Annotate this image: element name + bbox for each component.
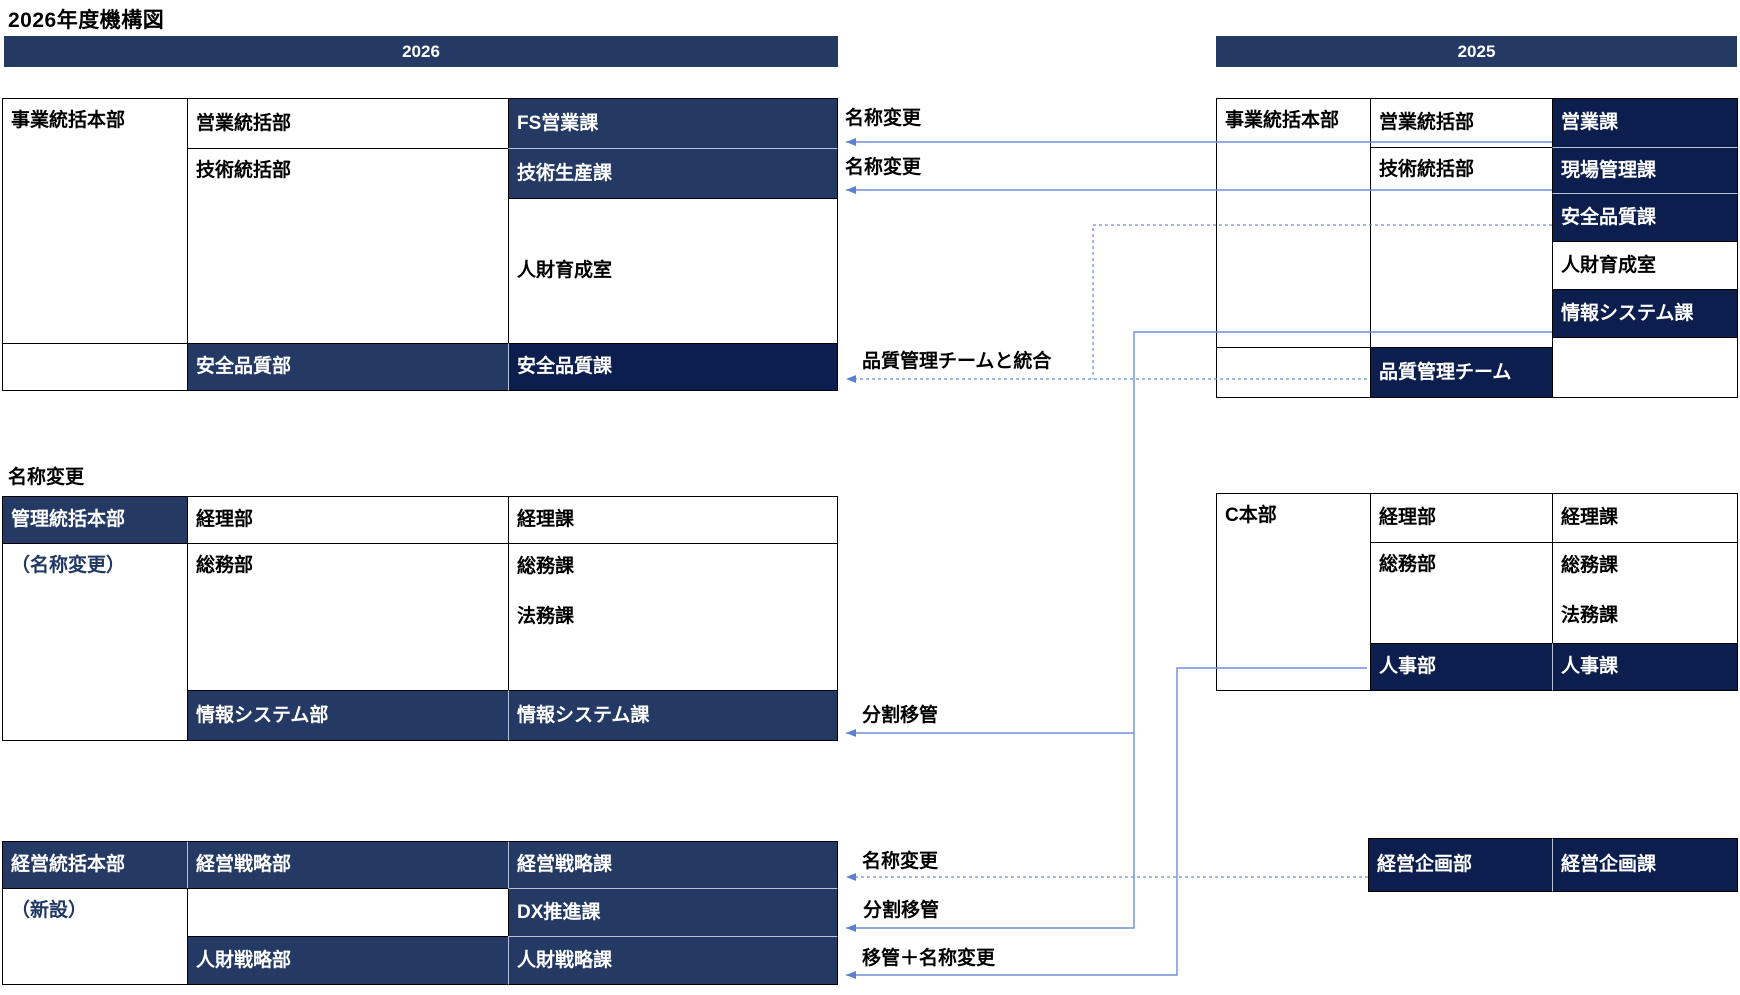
cell-b3l-honbu-note: （新設）	[2, 888, 188, 985]
page-title: 2026年度機構図	[8, 9, 165, 32]
cell-b3l-sec-keiei: 経営戦略課	[508, 841, 838, 889]
cell-b1r-sec-eigyo: 営業課	[1552, 98, 1738, 148]
cell-b2l-dept-joho: 情報システム部	[187, 690, 509, 741]
cell-b1l-sec-fs-eigyo: FS営業課	[508, 98, 838, 149]
year-header-2026: 2026	[4, 36, 838, 67]
annotation-dx-split: 分割移管	[863, 900, 940, 921]
annotation-tech-rename: 名称変更	[845, 157, 922, 178]
cell-b3r-sec-keiei-kikaku: 経営企画課	[1552, 838, 1738, 892]
cell-b1l-dept-anzen: 安全品質部	[187, 343, 509, 391]
cell-b1r-team-hinshitsu: 品質管理チーム	[1370, 347, 1553, 398]
cell-b3l-honbu: 経営統括本部	[2, 841, 188, 889]
cell-b1l-honbu-empty	[2, 343, 188, 391]
cell-b2l-sec-homu: 法務課	[517, 606, 575, 627]
annotation-fs-rename: 名称変更	[845, 108, 922, 129]
cell-b2r-honbu: C本部	[1216, 493, 1371, 691]
annotation-info-split: 分割移管	[862, 705, 939, 726]
cell-b2l-sec-somu-homu: 総務課 法務課	[508, 543, 838, 691]
cell-b1r-sec-empty	[1552, 337, 1738, 398]
cell-b2r-dept-somu: 総務部	[1370, 542, 1553, 644]
cell-b1l-dept-gijutsu: 技術統括部	[187, 148, 509, 344]
annotation-strategy-rename: 名称変更	[862, 851, 939, 872]
cell-b2r-sec-homu: 法務課	[1561, 605, 1619, 626]
cell-b2r-sec-keiri: 経理課	[1552, 493, 1738, 543]
cell-b1r-sec-genba: 現場管理課	[1552, 147, 1738, 194]
cell-b2l-honbu-note: （名称変更）	[2, 543, 188, 741]
cell-b2r-sec-somu: 総務課	[1561, 555, 1619, 576]
cell-b2l-sec-joho: 情報システム課	[508, 690, 838, 741]
cell-b1r-honbu-empty	[1216, 347, 1371, 398]
cell-b1r-dept-gijutsu: 技術統括部	[1370, 147, 1553, 348]
cell-b2l-sec-somu: 総務課	[517, 556, 575, 577]
cell-b3l-sec-jinzai: 人財戦略課	[508, 936, 838, 985]
cell-b3l-dept-jinzai: 人財戦略部	[187, 936, 509, 985]
cell-b1r-honbu: 事業統括本部	[1216, 98, 1371, 348]
cell-b1r-sec-anzen: 安全品質課	[1552, 193, 1738, 242]
cell-b1r-sec-jinzai: 人財育成室	[1552, 241, 1738, 290]
cell-b1r-sec-joho: 情報システム課	[1552, 289, 1738, 338]
cell-b3r-dept-keiei-kikaku: 経営企画部	[1368, 838, 1553, 892]
cell-b1l-honbu: 事業統括本部	[2, 98, 188, 345]
annotation-quality-merge: 品質管理チームと統合	[862, 351, 1052, 372]
cell-b2l-dept-somu: 総務部	[187, 543, 509, 691]
cell-b2r-sec-jinji: 人事課	[1552, 643, 1738, 691]
cell-b1l-sec-gijutsu-seisan: 技術生産課	[508, 148, 838, 199]
cell-b1l-dept-eigyo: 営業統括部	[187, 98, 509, 149]
annotation-hr-transfer: 移管＋名称変更	[862, 948, 996, 969]
cell-b3l-dept-keiei: 経営戦略部	[187, 841, 509, 889]
cell-b3l-sec-dx: DX推進課	[508, 888, 838, 937]
cell-b2l-dept-keiri: 経理部	[187, 496, 509, 544]
cell-b3l-dept-empty	[187, 888, 509, 937]
cell-b2r-sec-somu-homu: 総務課 法務課	[1552, 542, 1738, 644]
cell-b1r-dept-eigyo: 営業統括部	[1370, 98, 1553, 148]
cell-b2r-dept-jinji: 人事部	[1370, 643, 1553, 691]
year-header-2025: 2025	[1216, 36, 1737, 67]
cell-b2l-honbu: 管理統括本部	[2, 496, 188, 544]
cell-b2l-sec-keiri: 経理課	[508, 496, 838, 544]
cell-b1l-sec-jinzai-ikusei: 人財育成室	[508, 198, 838, 344]
cell-b1l-sec-anzen-hinshitsu: 安全品質課	[508, 343, 838, 391]
note-rename-label: 名称変更	[8, 467, 85, 488]
cell-b2r-dept-keiri: 経理部	[1370, 493, 1553, 543]
